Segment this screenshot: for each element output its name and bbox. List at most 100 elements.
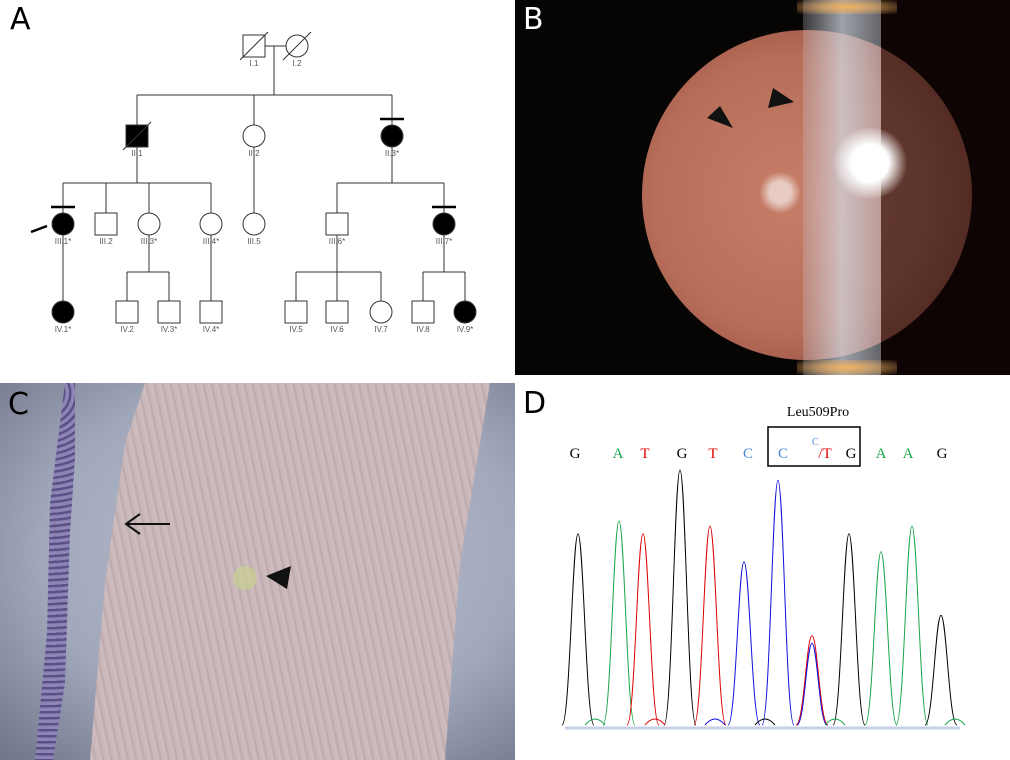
individual-label: II.1 — [131, 149, 143, 158]
base-call: A — [613, 446, 624, 462]
pedigree-individual: III.5 — [242, 212, 266, 246]
male-symbol — [94, 212, 118, 236]
individual-label: III.4* — [203, 237, 219, 246]
trace-peak — [895, 525, 929, 726]
individual-label: IV.8 — [416, 325, 430, 334]
reflection-highlight — [830, 128, 910, 198]
individual-label: IV.2 — [120, 325, 134, 334]
base-call: A — [876, 446, 887, 462]
pedigree-individual: I.1 — [239, 31, 269, 68]
pedigree-individual: IV.3* — [157, 300, 181, 334]
pedigree-individual: II.3* — [380, 117, 404, 158]
arrowhead-marker — [768, 88, 794, 108]
individual-label: III.6* — [329, 237, 345, 246]
female-symbol — [453, 300, 477, 324]
individual-label: IV.5 — [289, 325, 303, 334]
trace-peak — [602, 520, 636, 726]
female-symbol — [137, 212, 161, 236]
trace-peak — [626, 533, 660, 726]
trace-peak — [832, 533, 866, 726]
individual-label: IV.6 — [330, 325, 344, 334]
trace-peak — [727, 561, 761, 726]
female-symbol — [51, 212, 75, 236]
individual-label: IV.3* — [161, 325, 178, 334]
female-symbol — [242, 212, 266, 236]
trace-peak — [761, 479, 795, 726]
proband-arrow — [30, 224, 48, 234]
male-symbol — [115, 300, 139, 324]
deceased-slash — [239, 31, 269, 61]
pedigree-individual: IV.4* — [199, 300, 223, 334]
pedigree-individual: III.3* — [137, 212, 161, 246]
pedigree-individual: III.7* — [432, 205, 456, 246]
base-call: A — [903, 446, 914, 462]
individual-label: IV.1* — [55, 325, 72, 334]
individual-label: I.1 — [250, 59, 259, 68]
female-symbol — [199, 212, 223, 236]
base-call: G — [570, 446, 581, 462]
pedigree-individual: IV.8 — [411, 300, 435, 334]
panel-label-d: D — [523, 386, 547, 421]
pedigree-individual: IV.6 — [325, 300, 349, 334]
base-call: T — [708, 446, 717, 462]
trace-peak — [924, 614, 958, 726]
arrowhead-marker — [266, 566, 291, 589]
pedigree-individual: II.1 — [122, 121, 152, 158]
individual-label: II.3* — [385, 149, 399, 158]
trace-noise — [944, 718, 966, 726]
trace-peak-secondary — [796, 642, 828, 726]
trace-noise — [584, 718, 606, 726]
male-symbol — [284, 300, 308, 324]
arrowhead-marker — [707, 106, 733, 128]
deceased-slash — [122, 121, 152, 151]
individual-label: III.1* — [55, 237, 71, 246]
panel-label-a: A — [10, 2, 31, 37]
trace-noise — [644, 718, 666, 726]
pedigree-individual: III.2 — [94, 212, 118, 246]
pedigree-individual: I.2 — [282, 31, 312, 68]
male-symbol — [199, 300, 223, 324]
male-symbol — [325, 212, 349, 236]
pedigree-individual: III.4* — [199, 212, 223, 246]
trace-noise — [824, 718, 846, 726]
base-call: G — [677, 446, 688, 462]
male-symbol — [411, 300, 435, 324]
individual-label: IV.4* — [203, 325, 220, 334]
trace-noise — [704, 718, 726, 726]
base-call: C — [743, 446, 753, 462]
panel-label-c: C — [8, 387, 29, 422]
male-symbol — [157, 300, 181, 324]
individual-label: IV.7 — [374, 325, 388, 334]
mutation-box — [767, 426, 861, 467]
male-symbol — [325, 300, 349, 324]
trace-peak — [795, 635, 829, 726]
base-superscript: C — [812, 437, 819, 448]
mutation-label: Leu509Pro — [787, 405, 849, 420]
base-call: C — [778, 446, 788, 462]
pedigree-individual: IV.1* — [51, 300, 75, 334]
individual-label: III.7* — [436, 237, 452, 246]
individual-label: III.3* — [141, 237, 157, 246]
female-symbol — [432, 212, 456, 236]
base-call: T — [640, 446, 649, 462]
individual-label: III.5 — [247, 237, 261, 246]
individual-label: IV.9* — [457, 325, 474, 334]
base-call: /T — [818, 446, 831, 462]
slit-lamp-photo: B — [515, 0, 1010, 375]
pedigree-individual: II.2 — [242, 124, 266, 158]
individual-label: II.2 — [248, 149, 260, 158]
histology-photo: C — [0, 383, 515, 760]
female-symbol — [51, 300, 75, 324]
female-symbol — [380, 124, 404, 148]
pedigree-individual: IV.7 — [369, 300, 393, 334]
trace-noise — [754, 718, 776, 726]
individual-label: I.2 — [293, 59, 302, 68]
individual-label: III.2 — [99, 237, 113, 246]
trace-peak — [693, 525, 727, 726]
pedigree-individual: III.6* — [325, 212, 349, 246]
base-call: G — [937, 446, 948, 462]
pedigree-individual: IV.9* — [453, 300, 477, 334]
deceased-slash — [282, 31, 312, 61]
female-symbol — [242, 124, 266, 148]
